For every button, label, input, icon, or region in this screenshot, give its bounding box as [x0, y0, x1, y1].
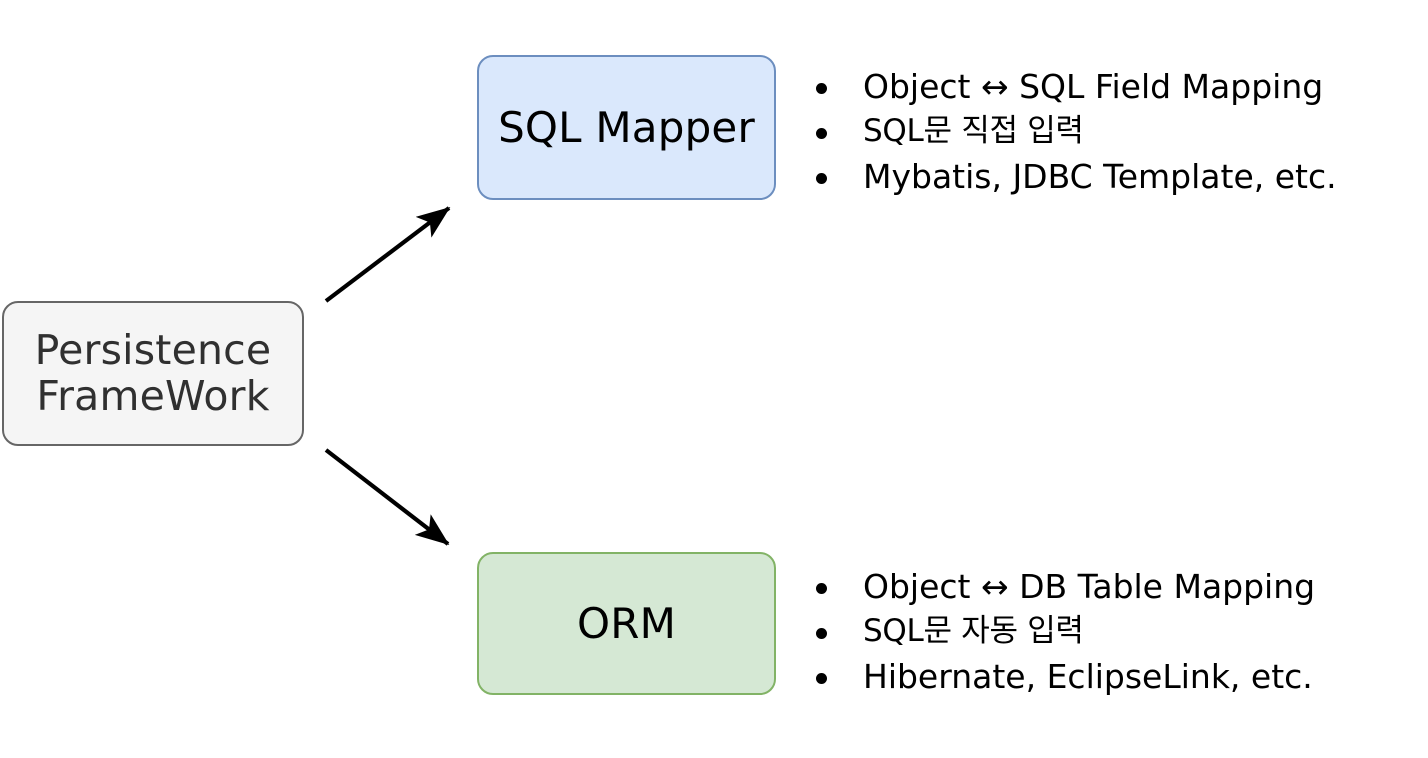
list-item: Hibernate, EclipseLink, etc.	[810, 654, 1410, 699]
bullet-list-sql-mapper: Object ↔ SQL Field Mapping SQL문 직접 입력 My…	[810, 64, 1410, 199]
node-orm[interactable]: ORM	[477, 552, 776, 695]
list-item: Mybatis, JDBC Template, etc.	[810, 154, 1410, 199]
list-item: Object ↔ DB Table Mapping	[810, 564, 1410, 609]
node-orm-label: ORM	[576, 598, 677, 648]
connector-root-to-sql-mapper	[324, 206, 451, 303]
list-item: SQL문 직접 입력	[810, 109, 1410, 154]
list-item: SQL문 자동 입력	[810, 609, 1410, 654]
bullet-list-orm: Object ↔ DB Table Mapping SQL문 자동 입력 Hib…	[810, 564, 1410, 699]
connector-root-to-orm	[324, 448, 450, 546]
node-sql-mapper-label: SQL Mapper	[498, 102, 755, 152]
list-item: Object ↔ SQL Field Mapping	[810, 64, 1410, 109]
node-sql-mapper[interactable]: SQL Mapper	[477, 55, 776, 200]
node-persistence-framework[interactable]: Persistence FrameWork	[2, 301, 304, 446]
node-persistence-framework-label: Persistence FrameWork	[34, 325, 272, 420]
